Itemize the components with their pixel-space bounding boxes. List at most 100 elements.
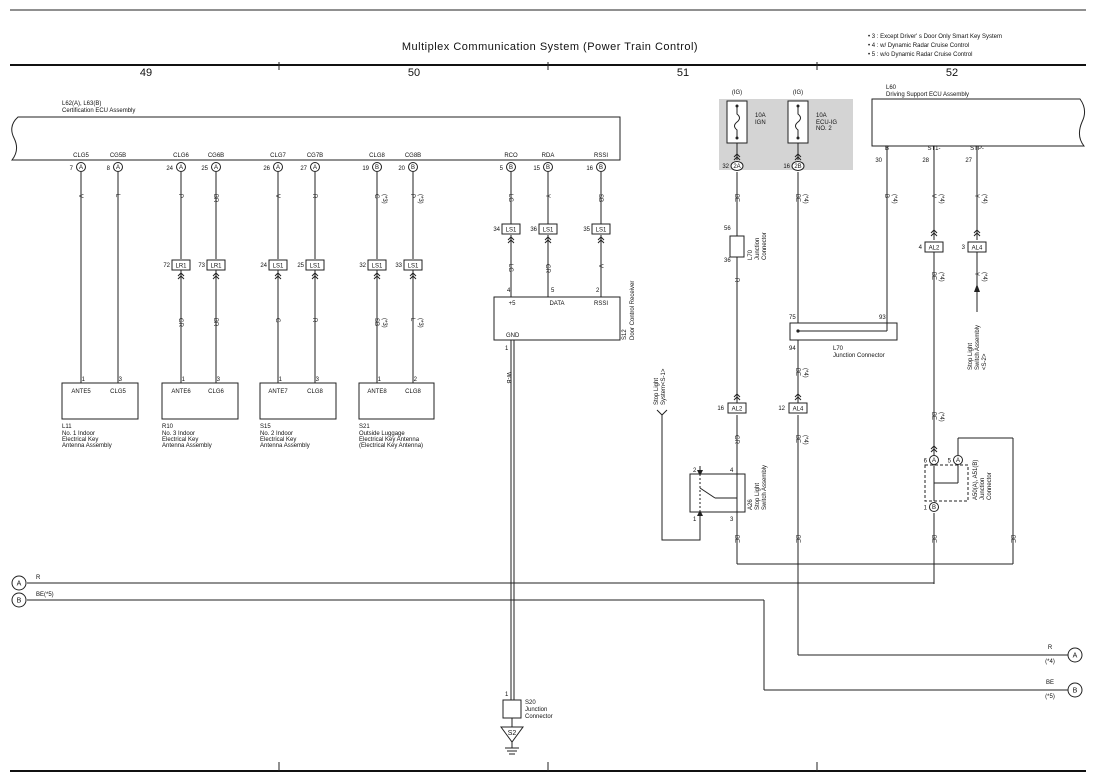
ecu-terminal-name: RCO: [504, 153, 518, 159]
offpage-letter: B: [17, 598, 22, 605]
switch-line: Switch Assembly: [762, 465, 768, 510]
fuse-connector: [730, 161, 744, 171]
connector-letter: B: [509, 165, 513, 171]
page-title: Multiplex Communication System (Power Tr…: [402, 41, 698, 53]
wire-color-label: LG: [507, 264, 513, 272]
connector-pin-number: 12: [778, 406, 785, 412]
connector-letter: A: [313, 165, 317, 171]
connector-chevron: [177, 272, 185, 280]
stop-light-switch: [689, 473, 746, 513]
ecu-terminal-name: CG5B: [110, 153, 126, 159]
ecu-terminal-name: CLG5: [73, 153, 89, 159]
connector-pin-circle: [596, 162, 606, 172]
antenna-terminal: CLG8: [405, 389, 421, 395]
ecu-pin-number: 26: [263, 166, 270, 172]
junction-connector-s20: [502, 699, 522, 719]
connector-pin-number: 72: [163, 263, 170, 269]
antenna-pin-number: 3: [119, 377, 123, 383]
receiver-code: S12: [622, 329, 628, 340]
wire-color-label: P: [409, 194, 415, 198]
connector-letter: B: [411, 165, 415, 171]
connector-pin-circle: [506, 162, 516, 172]
connector-pin-circle: [310, 162, 320, 172]
connector-letter: B: [375, 165, 379, 171]
fuse-terminal: [796, 104, 800, 108]
antenna-assembly-box: [358, 382, 435, 420]
wire-color-label: SB: [597, 194, 603, 202]
wire-color-label: V: [77, 194, 83, 198]
connector-ls1: [305, 259, 325, 271]
wire-color-label: V: [930, 194, 936, 198]
ecu-pin-number: 5: [500, 166, 504, 172]
wire-note-label: (*4): [981, 272, 987, 282]
ecu-terminal-name: CG6B: [208, 153, 224, 159]
connector-chevron: [373, 272, 381, 280]
wire-color-label: L: [114, 194, 120, 198]
antenna-assembly-box: [259, 382, 337, 420]
stop-ref-line: <S-2>: [982, 353, 988, 370]
connector-label: AL2: [732, 407, 743, 413]
receiver-terminal: DATA: [549, 301, 564, 307]
connector-ls1: [268, 259, 288, 271]
antenna-pin-number: 3: [316, 377, 320, 383]
fuse-connector-label: 2B: [794, 164, 801, 170]
wire-note-label: (*4): [938, 194, 944, 204]
antenna-terminal: ANTE6: [171, 389, 191, 395]
connector-chevron: [544, 236, 552, 244]
connector-letter: B: [932, 505, 936, 511]
antenna-pin-number: 2: [414, 377, 418, 383]
ecu-pin-number: 7: [70, 166, 74, 172]
fuse-terminal: [735, 136, 739, 140]
dsecu-pin-number: 30: [875, 158, 882, 164]
wire-note-label: (*4): [938, 412, 944, 422]
connector-pin-circle: [76, 162, 86, 172]
wire-note-label: (*4): [802, 194, 808, 204]
ecu-pin-number: 8: [107, 166, 111, 172]
wire-color-label: B: [883, 194, 889, 198]
junction-connector-l70: [729, 235, 745, 258]
ecu-terminal-name: CG8B: [405, 153, 421, 159]
ecu-pin-number: 27: [300, 166, 307, 172]
receiver-pin-number: 4: [507, 288, 511, 294]
stop-ref-line: Stop Light: [654, 378, 660, 405]
connector-pin-circle: [929, 502, 939, 512]
connector-pin-number: 25: [297, 263, 304, 269]
connector-pin-number: 35: [583, 227, 590, 233]
connector-chevron: [733, 153, 741, 161]
offpage-wire-note: (*5): [1045, 694, 1055, 700]
wire-color-label: BR: [212, 318, 218, 327]
certification-ecu-box: [10, 116, 621, 161]
connector-pin-circle: [211, 162, 221, 172]
connector-letter: A: [276, 165, 280, 171]
antenna-name-line: Electrical Key: [162, 437, 198, 443]
ecu-pin-number: 24: [166, 166, 173, 172]
wire-color-label: BE: [930, 272, 936, 280]
wire-color-label: P: [177, 194, 183, 198]
antenna-pin-number: 1: [378, 377, 382, 383]
wire-color-label: BE: [930, 535, 936, 543]
offpage-connector-right: [1067, 647, 1083, 663]
wire-color-label: V: [597, 264, 603, 268]
offpage-letter: A: [17, 581, 22, 588]
connector-pin-circle: [953, 455, 963, 465]
column-number: 49: [140, 67, 152, 79]
fuse-ig-label: (IG): [793, 90, 803, 96]
offpage-letter: A: [1073, 653, 1078, 660]
wire-color-label: BE: [794, 368, 800, 376]
connector-letter: A: [179, 165, 183, 171]
offpage-connector-left: [11, 575, 27, 591]
connector-pin-number: 36: [530, 227, 537, 233]
antenna-name-line: Antenna Assembly: [260, 443, 310, 449]
antenna-name-line: No. 3 Indoor: [162, 431, 195, 437]
connector-chevron: [212, 272, 220, 280]
connector-pin-circle: [929, 455, 939, 465]
antenna-code: S15: [260, 424, 271, 430]
dsecu-pin-number: 27: [965, 158, 972, 164]
connector-pin-circle: [543, 162, 553, 172]
l70-pin: 36: [724, 258, 731, 264]
antenna-name-line: No. 1 Indoor: [62, 431, 95, 437]
dsecu-name: Driving Support ECU Assembly: [886, 92, 969, 98]
